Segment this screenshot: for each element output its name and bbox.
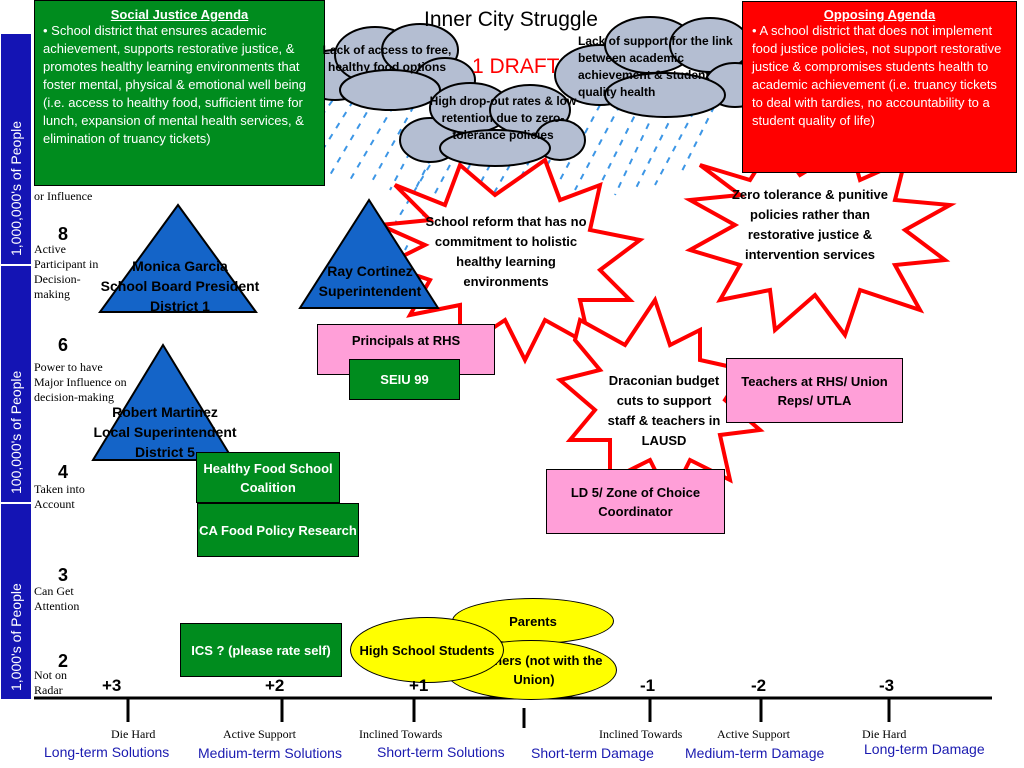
star-label-school-reform: School reform that has no commitment to … [425,214,587,289]
axis-sub-minus2: Medium-term Damage [685,745,825,761]
cloud-shape-dropout [399,82,586,167]
triangle-label-robert: Robert Martinez Local Superintendent Dis… [93,404,237,460]
axis-sub-plus1: Short-term Solutions [377,744,505,760]
level-text-4: Taken into Account [34,482,85,511]
level-text-influence: or Influence [34,189,93,203]
band-label-millions: 1,000,000's of People [8,120,24,256]
triangle-label-monica: Monica Garcia School Board President Dis… [100,258,260,314]
axis-num-minus1: -1 [640,676,656,695]
axis-label-plus1: Inclined Towards [359,727,443,741]
axis-ticks [126,698,891,728]
triangle-shape-ray [298,198,440,309]
level-text-3: Can Get Attention [34,584,80,613]
seiu-99-box: SEIU 99 [349,359,460,400]
triangle-shape-monica [98,203,258,313]
axis-num-plus1: +1 [409,676,429,695]
axis-sub-plus2: Medium-term Solutions [198,745,342,761]
axis-sub-minus1: Short-term Damage [531,745,654,761]
band-label-hundred-thousands: 100,000's of People [8,370,24,494]
level-text-8: Active Participant in Decision-making [34,242,99,301]
level-num-8: 8 [58,224,69,244]
star-label-budget-cuts: Draconian budget cuts to support staff &… [607,373,721,448]
band-millions: 1,000,000's of People [0,33,32,265]
level-num-2: 2 [58,651,69,671]
draft-label: 1 DRAFT [472,55,560,78]
chart-title: Inner City Struggle [424,8,598,31]
axis-num-minus3: -3 [879,676,895,695]
social-justice-heading: Social Justice Agenda [110,7,249,22]
triangle-shape-robert [91,343,235,461]
band-thousands: 1,000's of People [0,503,32,700]
level-text-2: Not on Radar [34,668,67,697]
opposing-heading: Opposing Agenda [823,7,936,22]
band-label-thousands: 1,000's of People [8,583,24,691]
teachers-rhs-box: Teachers at RHS/ Union Reps/ UTLA [726,358,903,423]
ics-box: ICS ? (please rate self) [180,623,342,677]
axis-num-plus2: +2 [265,676,285,695]
ca-food-policy-box: CA Food Policy Research [197,503,359,557]
star-label-zero-tolerance: Zero tolerance & punitive policies rathe… [731,187,889,262]
cloud-label-dropout: High drop-out rates & low retention due … [429,94,577,142]
opposing-text: • A school district that does not implem… [752,23,1002,128]
axis-label-minus3: Die Hard [862,727,907,741]
level-num-6: 6 [58,335,69,355]
principals-rhs-box: Principals at RHS [317,324,495,375]
cloud-shape-academic-link [554,16,766,118]
cloud-label-food-access: Lack of access to free, healthy food opt… [322,43,452,74]
axis-num-plus3: +3 [102,676,122,695]
axis-label-plus3: Die Hard [111,727,156,741]
level-text-6: Power to have Major Influence on decisio… [34,360,127,404]
axis-sub-plus3: Long-term Solutions [44,744,170,760]
high-school-students-ellipse: High School Students [350,617,504,683]
axis-label-plus2: Active Support [223,727,296,741]
opposing-agenda-box: Opposing Agenda • A school district that… [742,1,1017,173]
axis-sub-minus3: Long-term Damage [864,741,985,757]
cloud-label-academic-link: Lack of support for the link between aca… [578,34,733,99]
ld5-coordinator-box: LD 5/ Zone of Choice Coordinator [546,469,725,534]
band-hundred-thousands: 100,000's of People [0,265,32,503]
level-num-3: 3 [58,565,69,585]
axis-label-minus2: Active Support [717,727,790,741]
triangle-label-ray: Ray Cortinez Superintendent [318,263,422,299]
axis-label-minus1: Inclined Towards [599,727,683,741]
axis-num-minus2: -2 [751,676,767,695]
social-justice-text: • School district that ensures academic … [43,23,307,146]
level-num-4: 4 [58,462,69,482]
social-justice-agenda-box: Social Justice Agenda • School district … [34,0,325,186]
healthy-food-coalition-box: Healthy Food School Coalition [196,452,340,503]
